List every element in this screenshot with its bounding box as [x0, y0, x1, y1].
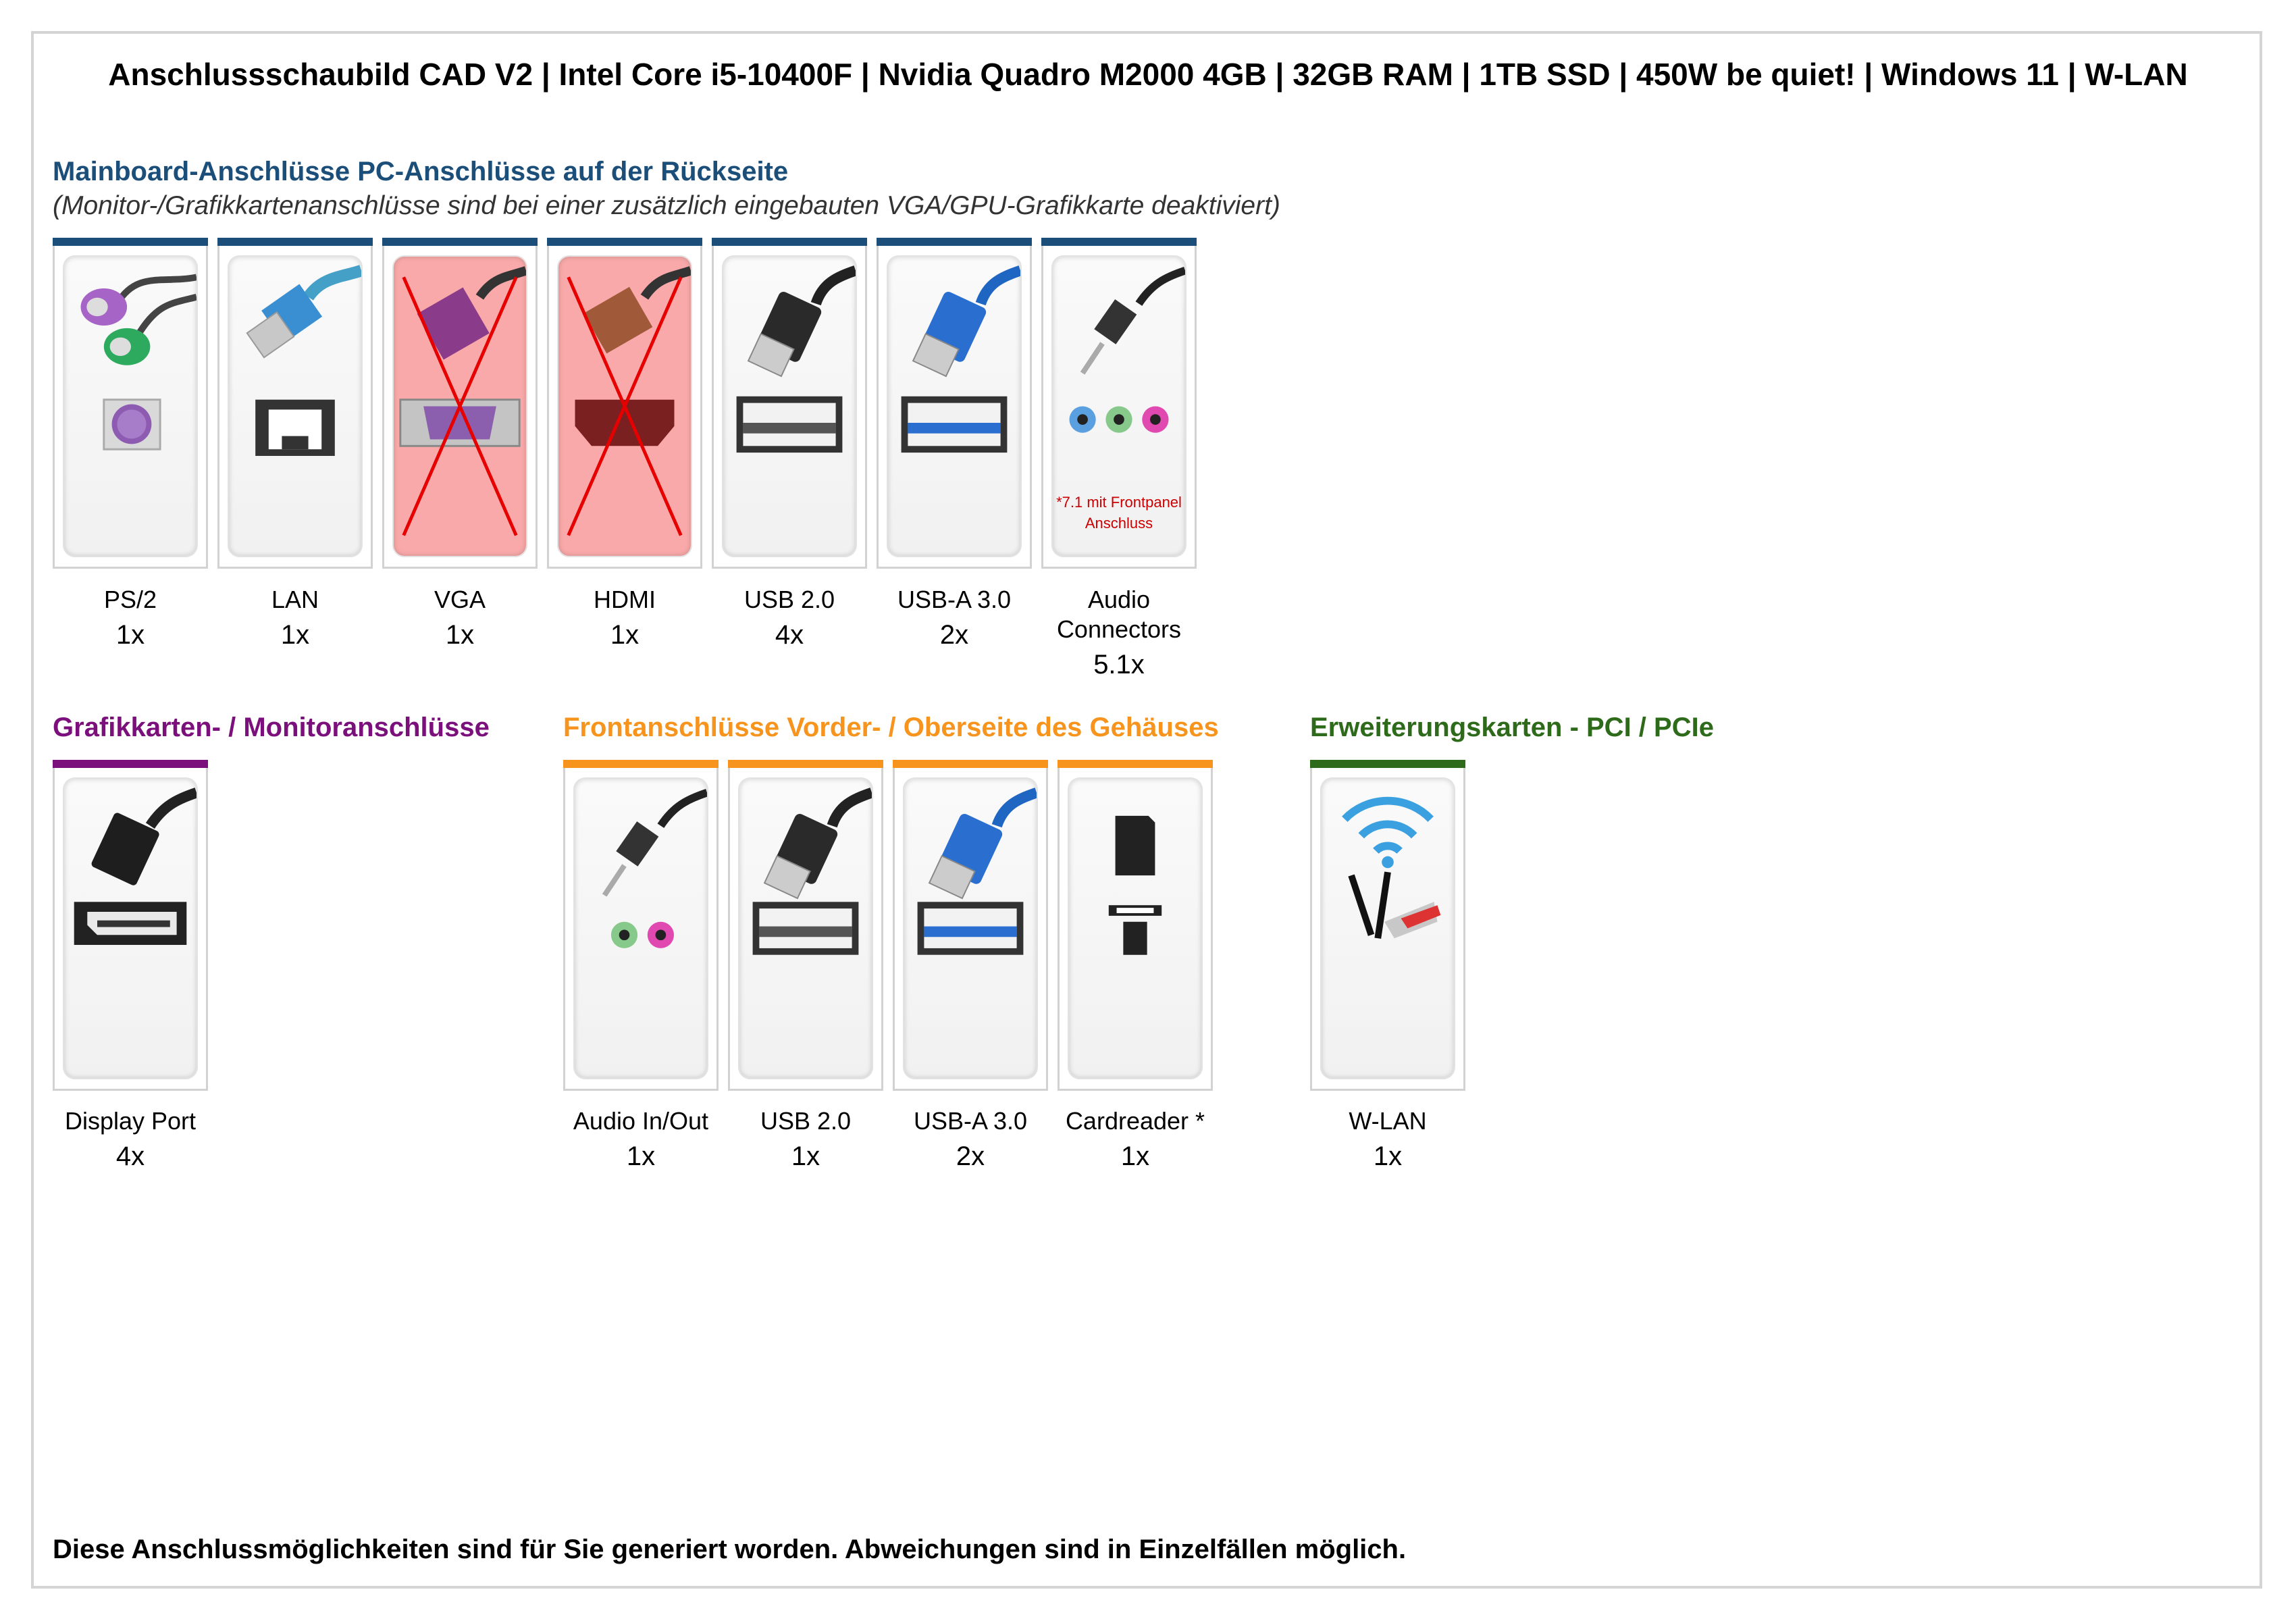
hdmi-icon	[567, 266, 691, 536]
lan-icon	[246, 265, 361, 456]
port-count-audio: 5.1x	[1093, 650, 1145, 679]
port-count-front-usb3: 2x	[956, 1141, 985, 1171]
port-card-usb2	[712, 238, 867, 569]
section-bar	[547, 238, 702, 246]
audio-inout-icon	[602, 789, 707, 948]
port-label-usb3: USB-A 3.0	[897, 586, 1012, 613]
section-bar	[53, 760, 208, 768]
section-bar	[1041, 238, 1197, 246]
usb3-icon	[901, 265, 1020, 453]
section-bar	[712, 238, 867, 246]
port-label-front-usb2: USB 2.0	[760, 1107, 852, 1135]
port-count-front-usb2: 1x	[791, 1141, 820, 1171]
usb2-icon	[752, 788, 872, 955]
port-count-wlan: 1x	[1373, 1141, 1403, 1171]
vga-icon	[399, 266, 526, 536]
port-count-displayport: 4x	[115, 1141, 145, 1171]
port-label-front-cardreader: Cardreader *	[1065, 1107, 1205, 1135]
footer-disclaimer: Diese Anschlussmöglichkeiten sind für Si…	[53, 1535, 1407, 1564]
port-label-displayport: Display Port	[64, 1107, 197, 1135]
graphics-section-title: Grafikkarten- / Monitoranschlüsse	[53, 713, 490, 742]
port-card-front-usb3	[893, 760, 1048, 1091]
port-count-front-cardreader: 1x	[1120, 1141, 1150, 1171]
port-card-usb3	[877, 238, 1032, 569]
port-card-hdmi	[547, 238, 702, 569]
port-count-usb2: 4x	[775, 620, 804, 650]
ps2-icon	[80, 274, 197, 451]
port-label-wlan: W-LAN	[1349, 1107, 1427, 1135]
section-bar	[893, 760, 1048, 768]
port-count-ps2: 1x	[115, 620, 145, 650]
expansion-section-title: Erweiterungskarten - PCI / PCIe	[1310, 713, 1714, 742]
port-card-front-cardreader	[1058, 760, 1213, 1091]
port-label-ps2: PS/2	[103, 586, 157, 613]
mainboard-section-subtitle: (Monitor-/Grafikkartenanschlüsse sind be…	[53, 191, 1280, 220]
port-label-audio: Audio Connectors	[1056, 586, 1182, 643]
port-count-hdmi: 1x	[610, 620, 640, 650]
port-card-displayport	[53, 760, 208, 1091]
port-card-front-audio	[563, 760, 719, 1091]
audio-icon	[1069, 267, 1185, 433]
port-card-wlan	[1310, 760, 1465, 1091]
port-count-front-audio: 1x	[626, 1141, 656, 1171]
port-count-vga: 1x	[445, 620, 475, 650]
port-card-lan	[217, 238, 373, 569]
audio-note: *7.1 mit Frontpanel Anschluss	[1056, 494, 1182, 532]
port-card-audio: *7.1 mit Frontpanel Anschluss	[1041, 238, 1197, 569]
section-bar	[382, 238, 538, 246]
section-bar	[563, 760, 719, 768]
port-card-ps2	[53, 238, 208, 569]
port-label-hdmi: HDMI	[594, 586, 656, 613]
wlan-icon	[1342, 796, 1441, 939]
cardreader-icon	[1108, 815, 1162, 955]
port-card-vga	[382, 238, 538, 569]
port-label-lan: LAN	[271, 586, 319, 613]
section-bar	[728, 760, 883, 768]
displayport-icon	[74, 788, 197, 945]
port-count-usb3: 2x	[939, 620, 969, 650]
mainboard-section-title: Mainboard-Anschlüsse PC-Anschlüsse auf d…	[53, 157, 789, 186]
port-label-front-audio: Audio In/Out	[573, 1107, 709, 1135]
section-bar	[1310, 760, 1465, 768]
section-bar	[53, 238, 208, 246]
port-count-lan: 1x	[280, 620, 310, 650]
section-bar	[877, 238, 1032, 246]
section-bar	[217, 238, 373, 246]
section-bar	[1058, 760, 1213, 768]
port-label-usb2: USB 2.0	[743, 586, 835, 613]
port-label-front-usb3: USB-A 3.0	[913, 1107, 1028, 1135]
usb2-icon	[736, 265, 856, 453]
usb3-icon	[917, 788, 1037, 955]
front-section-title: Frontanschlüsse Vorder- / Oberseite des …	[563, 713, 1219, 742]
port-card-front-usb2	[728, 760, 883, 1091]
port-label-vga: VGA	[434, 586, 486, 613]
page-frame	[31, 31, 2262, 1589]
page-title: Anschlussschaubild CAD V2 | Intel Core i…	[108, 57, 2188, 92]
